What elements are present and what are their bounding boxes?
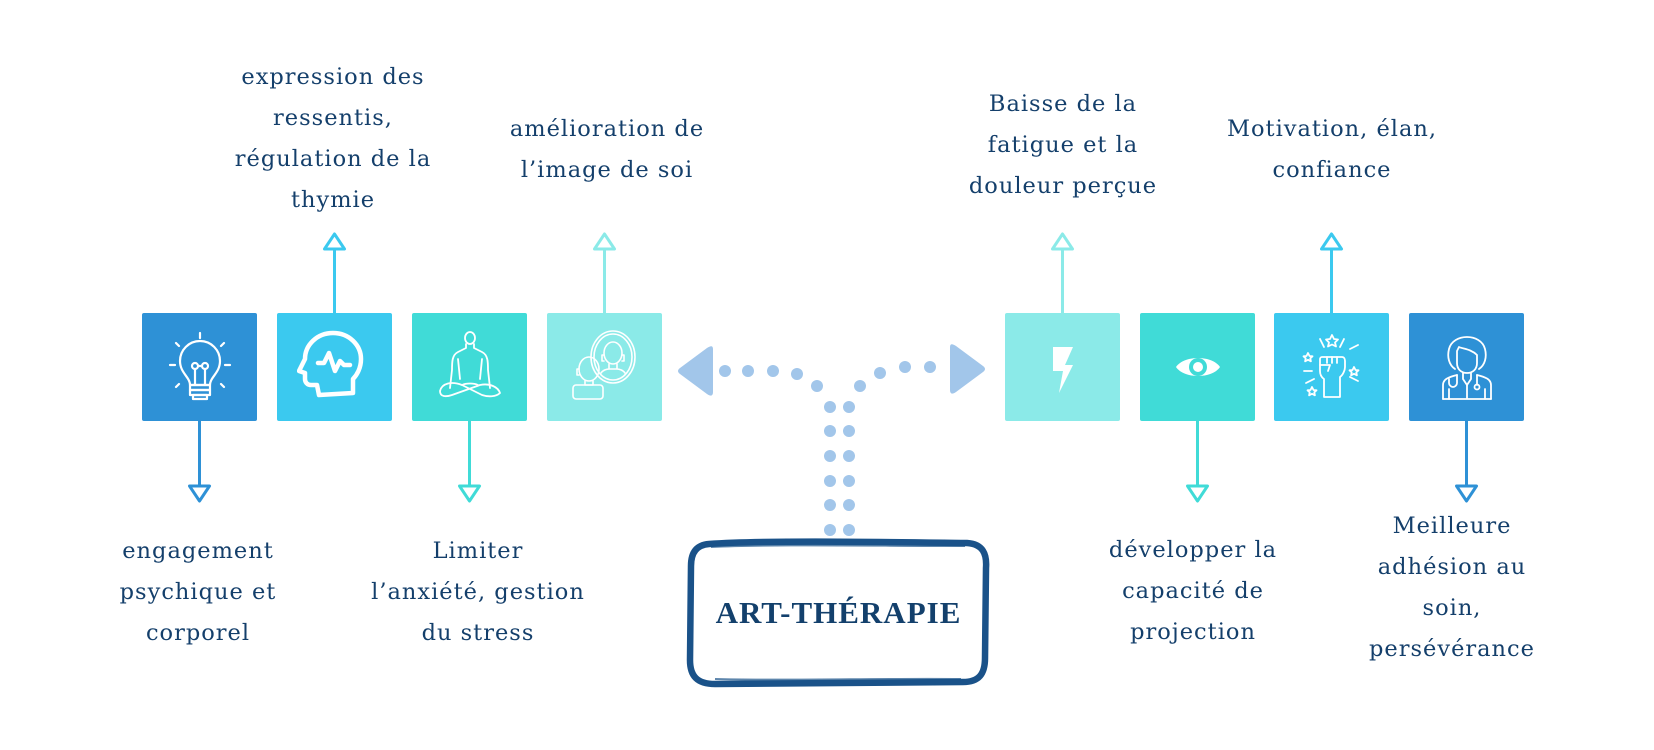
- connector-dot: [824, 499, 836, 511]
- benefit-box-self-image: [547, 313, 662, 421]
- arrow-down-icon: [188, 484, 211, 503]
- benefit-box-projection: [1140, 313, 1255, 421]
- connector-dot: [843, 401, 855, 413]
- label-line: amélioration de: [509, 116, 705, 142]
- raised-fist-stars-icon: [1302, 334, 1359, 398]
- arrow-up-icon: [593, 232, 616, 251]
- label-line: Limiter: [432, 538, 524, 564]
- arrow-left-icon: [678, 346, 713, 396]
- connector-dot: [742, 365, 754, 377]
- brush-frame: [686, 538, 990, 688]
- benefit-box-engagement: [142, 313, 257, 421]
- benefit-label-motivation: Motivation, élan, confiance: [1212, 109, 1452, 191]
- benefit-label-expression: expression des ressentis, régulation de la…: [213, 57, 453, 221]
- label-line: l’image de soi: [520, 157, 694, 183]
- benefit-box-expression: [277, 313, 392, 421]
- connector-dot: [824, 450, 836, 462]
- benefit-label-anxiety: Limiter l’anxiété, gestion du stress: [358, 531, 598, 654]
- benefit-box-adherence: [1409, 313, 1524, 421]
- label-line: fatigue et la: [987, 132, 1139, 158]
- connector-dot: [811, 380, 823, 392]
- connector-dot: [843, 499, 855, 511]
- label-line: capacité de: [1122, 578, 1264, 604]
- connector-dot: [791, 368, 803, 380]
- benefit-box-motivation: [1274, 313, 1389, 421]
- connector-dot: [824, 475, 836, 487]
- label-line: douleur perçue: [968, 173, 1158, 199]
- connector-dot: [843, 450, 855, 462]
- connector-dot: [924, 361, 936, 373]
- label-line: l’anxiété, gestion: [371, 579, 585, 605]
- label-line: développer la: [1108, 537, 1278, 563]
- connector-dot: [767, 365, 779, 377]
- label-line: du stress: [421, 620, 535, 646]
- connector-dot: [843, 524, 855, 536]
- arrow-down-icon: [1455, 484, 1478, 503]
- label-line: régulation de la: [234, 146, 432, 172]
- connector-dot: [899, 361, 911, 373]
- connector-dot: [874, 367, 886, 379]
- connector-dot: [719, 365, 731, 377]
- label-line: projection: [1130, 619, 1256, 645]
- benefit-label-fatigue: Baisse de la fatigue et la douleur perçue: [943, 84, 1183, 207]
- art-therapy-title-box: ART-THÉRAPIE: [685, 538, 992, 688]
- connector-dot: [854, 380, 866, 392]
- label-line: engagement: [122, 538, 274, 564]
- brain-head-icon: [296, 330, 363, 398]
- connector-dot: [843, 425, 855, 437]
- benefit-label-engagement: engagement psychique et corporel: [78, 531, 318, 654]
- label-line: persévérance: [1369, 636, 1535, 662]
- benefit-box-fatigue: [1005, 313, 1120, 421]
- connector-dot: [824, 401, 836, 413]
- label-line: confiance: [1272, 157, 1392, 183]
- benefit-label-self-image: amélioration de l’image de soi: [487, 109, 727, 191]
- benefit-label-projection: développer la capacité de projection: [1073, 530, 1313, 653]
- label-line: corporel: [145, 620, 251, 646]
- doctor-icon: [1441, 336, 1492, 400]
- label-line: soin,: [1422, 595, 1482, 621]
- arrow-up-icon: [1051, 232, 1074, 251]
- eye-icon: [1175, 358, 1220, 376]
- label-line: Motivation, élan,: [1226, 116, 1438, 142]
- connector-dot: [843, 475, 855, 487]
- benefit-label-adherence: Meilleure adhésion au soin, persévérance: [1332, 506, 1572, 670]
- label-line: psychique et: [119, 579, 277, 605]
- connector-dot: [824, 425, 836, 437]
- lightbulb-icon: [168, 331, 231, 401]
- meditation-icon: [438, 331, 501, 398]
- arrow-down-icon: [458, 484, 481, 503]
- arrow-down-icon: [1186, 484, 1209, 503]
- label-line: ressentis,: [273, 105, 393, 131]
- label-line: expression des: [241, 64, 425, 90]
- label-line: adhésion au: [1377, 554, 1527, 580]
- lightning-bolt-icon: [1052, 347, 1073, 393]
- label-line: Baisse de la: [988, 91, 1138, 117]
- arrow-up-icon: [1320, 232, 1343, 251]
- arrow-up-icon: [323, 232, 346, 251]
- label-line: Meilleure: [1392, 513, 1512, 539]
- benefit-box-anxiety: [412, 313, 527, 421]
- label-line: thymie: [290, 187, 376, 213]
- art-therapy-title: ART-THÉRAPIE: [715, 595, 962, 630]
- connector-dot: [824, 524, 836, 536]
- mirror-self-image-icon: [571, 330, 636, 400]
- arrow-right-icon: [950, 344, 985, 394]
